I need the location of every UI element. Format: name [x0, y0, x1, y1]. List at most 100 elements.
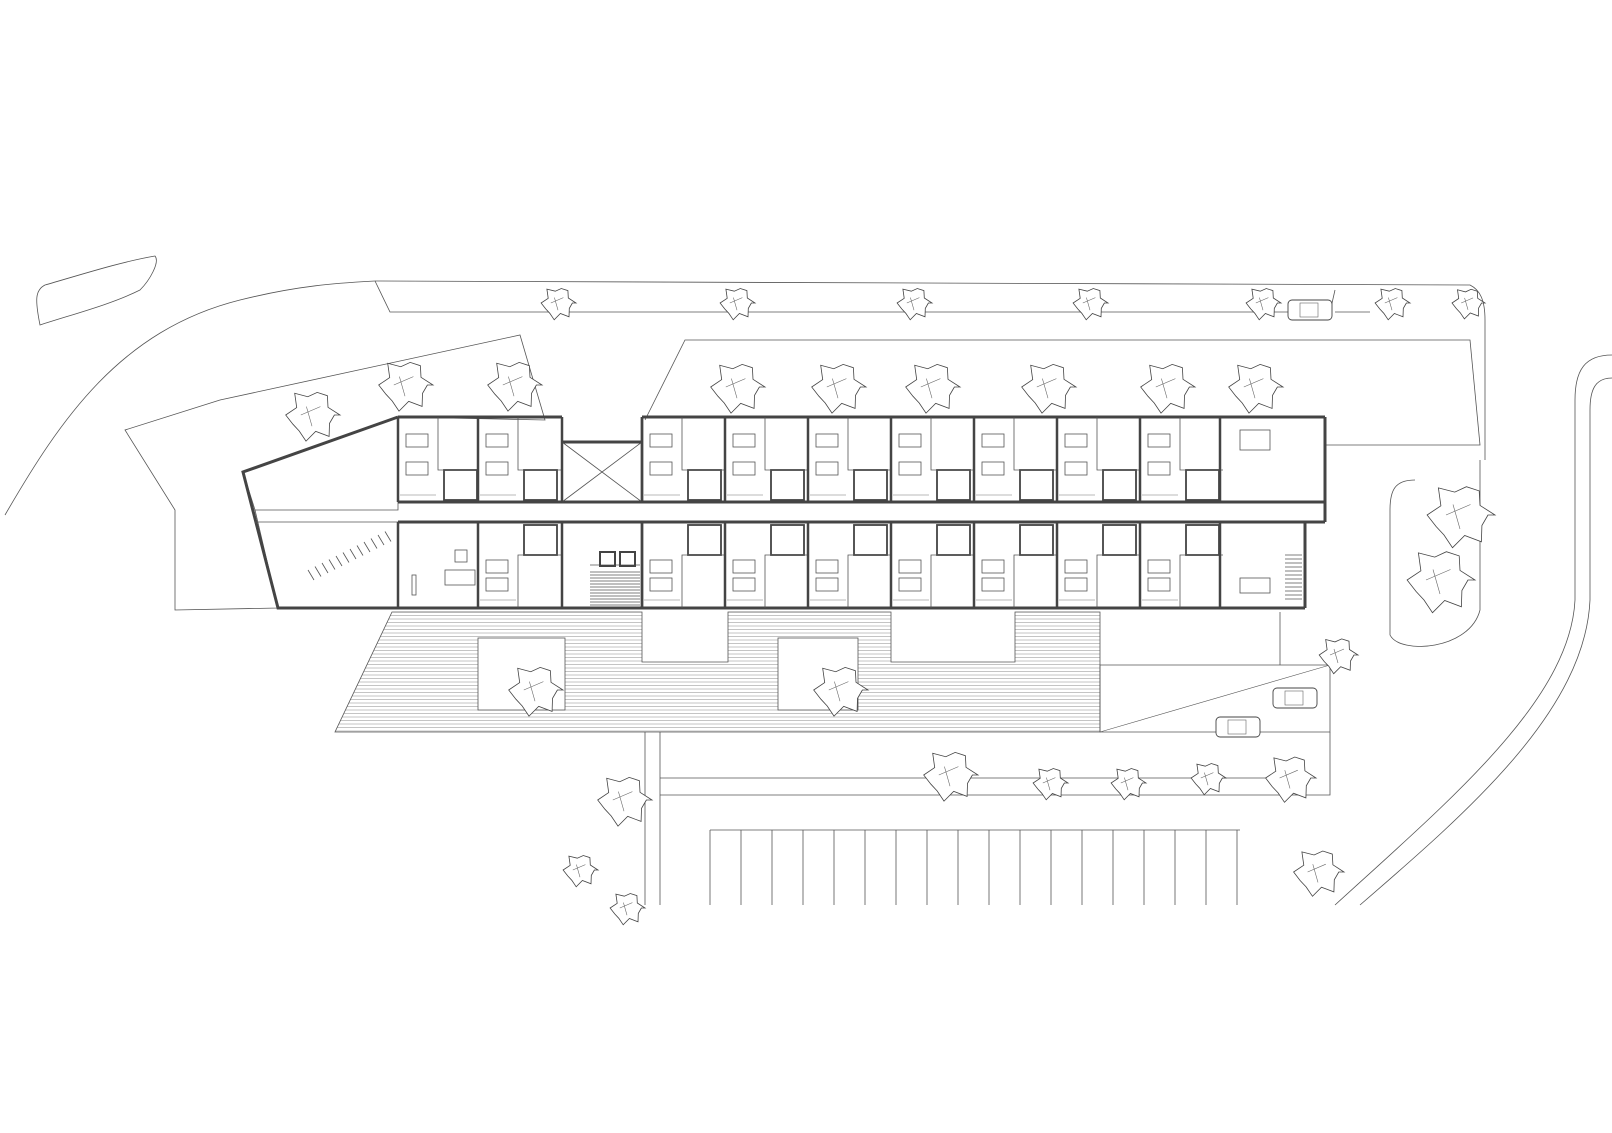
bathroom [1102, 469, 1137, 501]
partition [349, 548, 357, 560]
partition [384, 531, 392, 542]
bathroom [770, 469, 805, 501]
tree-icon [719, 288, 757, 321]
car-icon [1287, 299, 1333, 321]
tree-icon [378, 361, 435, 412]
counter [411, 574, 417, 596]
tree-branches [906, 297, 920, 311]
partition [363, 541, 371, 553]
bed [649, 433, 673, 448]
bed [485, 577, 509, 592]
tree-branches [1082, 297, 1096, 311]
tree-icon [1140, 363, 1197, 414]
tree-branches [729, 297, 743, 311]
bathroom [770, 524, 805, 556]
bed [981, 577, 1005, 592]
bathroom [853, 524, 888, 556]
tree-icon [1426, 486, 1497, 549]
partition [335, 555, 343, 567]
tree-branches [1329, 648, 1345, 664]
partition [561, 441, 643, 503]
wall [241, 415, 399, 610]
partition [847, 554, 891, 608]
bed [815, 433, 839, 448]
bed [898, 559, 922, 574]
tree-icon [487, 361, 544, 412]
bed [485, 433, 509, 448]
elevator [599, 551, 616, 567]
bed [981, 559, 1005, 574]
bathroom [687, 469, 722, 501]
bathroom [1185, 524, 1220, 556]
bed [1147, 559, 1171, 574]
partition [328, 559, 336, 570]
elevator [619, 551, 636, 567]
tree-icon [1190, 763, 1228, 796]
tree-branches [550, 297, 564, 311]
bed [405, 433, 429, 448]
roads [4, 255, 1612, 906]
bathroom [443, 469, 478, 501]
ramp-line [1099, 664, 1331, 733]
tree-icon [1451, 288, 1487, 320]
partition [314, 566, 322, 577]
office-desk [1239, 577, 1271, 594]
partition [681, 554, 725, 608]
terrace-outline [334, 611, 1101, 733]
tree-branches [828, 681, 849, 702]
partition [517, 417, 561, 471]
tree-branches [826, 378, 847, 399]
bed [1147, 433, 1171, 448]
bed [898, 577, 922, 592]
bed [1064, 559, 1088, 574]
tree-icon [813, 666, 870, 717]
tree-branches [1200, 772, 1214, 786]
bathroom [853, 469, 888, 501]
tree-branches [1425, 569, 1451, 595]
building [241, 415, 1327, 610]
bed [649, 461, 673, 476]
tree-branches [393, 376, 414, 397]
tree-branches [1445, 504, 1471, 530]
partition [1013, 417, 1057, 471]
tree-icon [811, 363, 868, 414]
bathroom [687, 524, 722, 556]
bed [1064, 461, 1088, 476]
partition [930, 554, 974, 608]
tree-branches [502, 376, 523, 397]
tree-icon [508, 666, 565, 717]
tree-branches [1461, 297, 1474, 310]
tree-branches [523, 681, 544, 702]
tree-icon [905, 363, 962, 414]
tree-icon [1293, 850, 1346, 897]
car-roof [1227, 719, 1247, 735]
tree-branches [619, 902, 633, 916]
car-icon [1215, 716, 1261, 738]
parking-lot [709, 830, 1238, 905]
tree-icon [896, 288, 934, 321]
tree-branches [1243, 378, 1264, 399]
tree-icon [597, 776, 654, 827]
partition [764, 417, 808, 471]
bed [1147, 577, 1171, 592]
bed [898, 433, 922, 448]
partition [1179, 417, 1223, 471]
trees [285, 288, 1497, 926]
ramp [1099, 664, 1331, 733]
bed [815, 577, 839, 592]
tree-branches [612, 791, 633, 812]
tree-icon [1228, 363, 1285, 414]
bathroom [523, 469, 558, 501]
partition [307, 569, 315, 581]
tree-branches [1036, 378, 1057, 399]
bed [815, 559, 839, 574]
partition [930, 417, 974, 471]
bathroom [1019, 524, 1054, 556]
kitchen-table [1239, 429, 1271, 451]
tree-branches [1279, 769, 1298, 789]
tree-branches [300, 406, 321, 427]
tree-icon [1021, 363, 1078, 414]
tree-icon [562, 855, 600, 888]
partition [356, 545, 364, 556]
bed [1147, 461, 1171, 476]
